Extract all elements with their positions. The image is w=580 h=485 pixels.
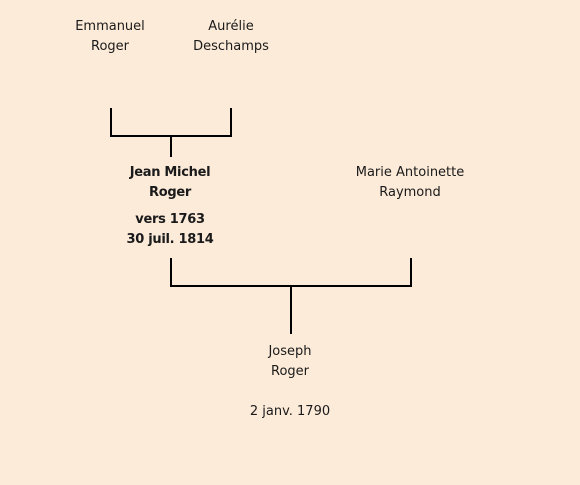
person-aurelie-deschamps[interactable]: Aurélie Deschamps — [151, 17, 311, 57]
last-name: Roger — [91, 39, 129, 54]
first-name: Joseph — [268, 344, 312, 359]
person-name: Aurélie Deschamps — [151, 17, 311, 57]
death-date: 30 juil. 1814 — [126, 232, 214, 247]
first-name: Jean Michel — [129, 165, 211, 180]
couple-connector-left — [170, 258, 172, 287]
last-name: Raymond — [379, 185, 441, 200]
person-dates: vers 1763 30 juil. 1814 — [90, 210, 250, 250]
person-emmanuel-roger[interactable]: Emmanuel Roger — [30, 17, 190, 57]
last-name: Deschamps — [193, 39, 269, 54]
last-name: Roger — [149, 185, 191, 200]
first-name: Marie Antoinette — [355, 165, 465, 180]
birth-date: 2 janv. 1790 — [249, 404, 331, 419]
person-joseph-roger[interactable]: Joseph Roger 2 janv. 1790 — [210, 342, 370, 422]
first-name: Aurélie — [208, 19, 254, 34]
parent-connector-right — [230, 108, 232, 137]
last-name: Roger — [271, 364, 309, 379]
person-name: Emmanuel Roger — [30, 17, 190, 57]
person-name: Joseph Roger — [210, 342, 370, 382]
first-name: Emmanuel — [75, 19, 145, 34]
person-name: Jean Michel Roger — [90, 163, 250, 203]
parent-connector-down — [170, 135, 172, 157]
person-jean-michel-roger[interactable]: Jean Michel Roger vers 1763 30 juil. 181… — [90, 163, 250, 250]
couple-connector-right — [410, 258, 412, 287]
child-connector-down — [290, 285, 292, 334]
birth-date: vers 1763 — [135, 212, 205, 227]
person-dates: 2 janv. 1790 — [210, 402, 370, 422]
person-name: Marie Antoinette Raymond — [330, 163, 490, 203]
person-marie-antoinette-raymond[interactable]: Marie Antoinette Raymond — [330, 163, 490, 203]
parent-connector-left — [110, 108, 112, 137]
